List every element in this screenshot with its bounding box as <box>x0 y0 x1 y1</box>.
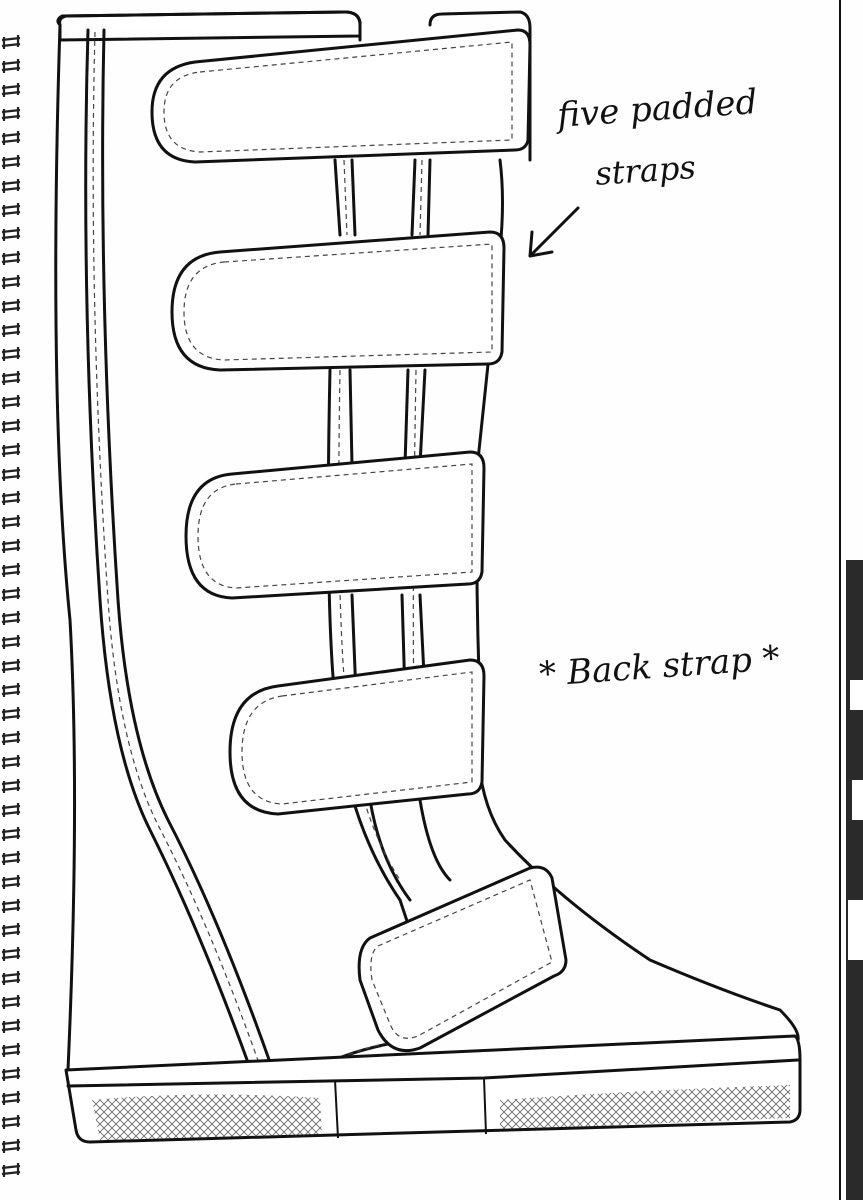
binding-ring <box>1 155 21 169</box>
binding-ring <box>1 683 21 697</box>
binding-ring <box>1 491 21 505</box>
back-piping-inner <box>101 28 274 1070</box>
back-piping-outer <box>84 28 252 1070</box>
padded-strap-1 <box>150 28 532 164</box>
binding-ring <box>1 923 21 937</box>
boot-cuff-top-right <box>428 10 532 162</box>
binding-ring <box>1 419 21 433</box>
front-strip-mid2 <box>400 158 452 882</box>
binding-ring <box>1 83 21 97</box>
binding-ring <box>1 347 21 361</box>
arrow-icon <box>528 206 580 258</box>
binding-ring <box>1 659 21 673</box>
binding-ring <box>1 1091 21 1105</box>
binding-ring <box>1 107 21 121</box>
binding-ring <box>1 803 21 817</box>
binding-ring <box>1 971 21 985</box>
padded-strap-5 <box>357 865 568 1053</box>
binding-ring <box>1 731 21 745</box>
binding-ring <box>1 995 21 1009</box>
padded-strap-3 <box>184 450 486 600</box>
binding-ring <box>1 611 21 625</box>
binding-ring <box>1 371 21 385</box>
binding-ring <box>1 1019 21 1033</box>
binding-ring <box>1 1115 21 1129</box>
binding-ring <box>1 323 21 337</box>
binding-ring <box>1 635 21 649</box>
boot-cuff-top <box>58 10 362 42</box>
binding-ring <box>1 875 21 889</box>
binding-ring <box>1 827 21 841</box>
binding-ring <box>1 563 21 577</box>
binding-ring <box>1 515 21 529</box>
binding-ring <box>1 227 21 241</box>
padded-strap-4 <box>228 658 486 816</box>
binding-ring <box>1 707 21 721</box>
binding-ring <box>1 131 21 145</box>
binding-ring <box>1 35 21 49</box>
binding-ring <box>1 1067 21 1081</box>
binding-ring <box>1 203 21 217</box>
binding-ring <box>1 251 21 265</box>
binding-ring <box>1 467 21 481</box>
padded-strap-2 <box>170 230 506 372</box>
binding-ring <box>1 275 21 289</box>
annotation-straps: straps <box>594 147 697 193</box>
binding-ring <box>1 947 21 961</box>
page-edge-scraps <box>846 560 863 1200</box>
binding-ring <box>1 179 21 193</box>
binding-ring <box>1 395 21 409</box>
binding-ring <box>1 587 21 601</box>
binding-ring <box>1 755 21 769</box>
binding-ring <box>1 899 21 913</box>
binding-ring <box>1 539 21 553</box>
binding-ring <box>1 443 21 457</box>
binding-ring <box>1 1139 21 1153</box>
binding-ring <box>1 1163 21 1177</box>
binding-ring <box>1 779 21 793</box>
front-strip-mid <box>348 158 412 902</box>
binding-ring <box>1 851 21 865</box>
binding-ring <box>1 1043 21 1057</box>
spiral-binding-icon <box>1 35 21 1177</box>
binding-ring <box>1 299 21 313</box>
binding-ring <box>1 59 21 73</box>
